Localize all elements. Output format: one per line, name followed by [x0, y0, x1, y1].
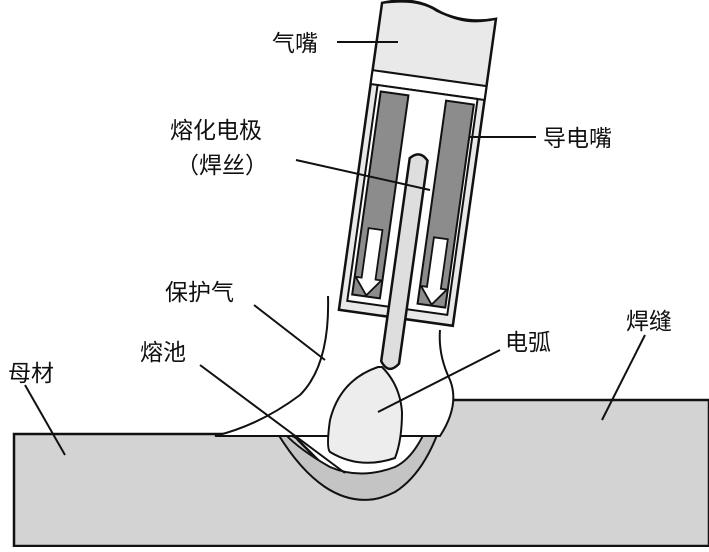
label-base-metal: 母材	[8, 361, 54, 387]
label-contact-tip: 导电嘴	[543, 126, 612, 152]
nozzle-top	[381, 0, 497, 23]
label-arc: 电弧	[505, 330, 551, 356]
label-electrode: 熔化电极	[170, 118, 262, 144]
label-weld-seam: 焊缝	[626, 309, 672, 335]
gas-arrow-left	[354, 227, 384, 297]
leader-weld-seam	[601, 334, 646, 421]
label-shielding-gas: 保护气	[165, 280, 234, 306]
label-nozzle: 气嘴	[272, 31, 318, 57]
arc	[327, 366, 404, 464]
gas-arrow-right	[419, 236, 449, 307]
electrode-wire	[379, 153, 429, 371]
torch	[337, 0, 498, 371]
leader-shielding-gas	[253, 304, 326, 361]
label-weld-pool: 熔池	[140, 340, 186, 366]
leader-arc	[377, 349, 501, 413]
leader-weld-pool	[199, 364, 346, 474]
label-electrode-sub: （焊丝）	[176, 153, 268, 179]
leader-electrode	[295, 159, 431, 191]
leader-base-metal	[24, 384, 66, 456]
